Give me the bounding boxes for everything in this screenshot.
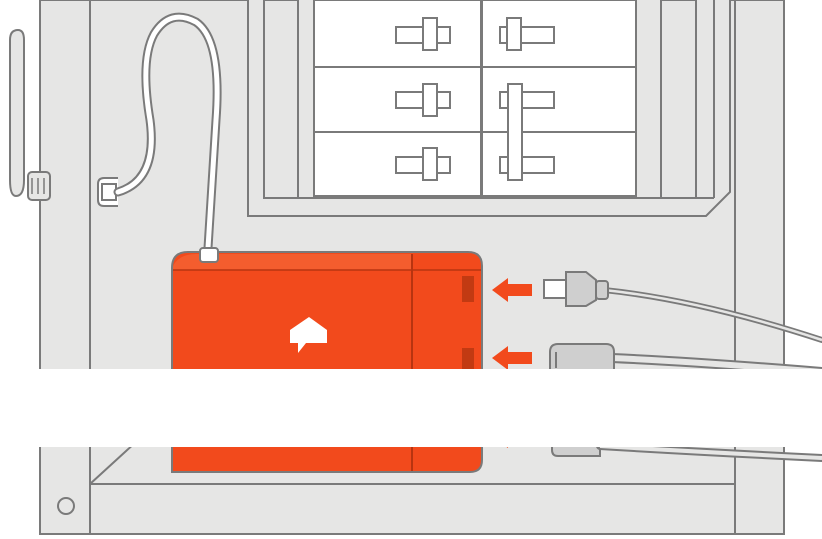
ethernet-cable-inner — [603, 288, 822, 342]
arrow-left-icon — [492, 278, 532, 302]
home-logo-icon — [290, 317, 327, 353]
breaker-switch — [499, 17, 555, 51]
breaker-rail-left — [263, 0, 299, 199]
power-port — [462, 348, 474, 370]
blank-band — [0, 369, 822, 447]
breaker-switch — [395, 147, 451, 181]
cabinet-screw — [57, 497, 75, 515]
ethernet-plug-icon — [543, 271, 609, 307]
antenna-connector — [199, 247, 219, 263]
antenna-icon — [9, 28, 51, 201]
breaker-panel — [247, 0, 731, 217]
breaker-switch — [395, 17, 451, 51]
hub-top-bevel — [172, 254, 412, 270]
hub-outline — [171, 251, 483, 473]
breaker-switch — [499, 83, 555, 181]
ethernet-port — [462, 276, 474, 302]
lower-cable-inner — [599, 444, 822, 460]
power-plug-icon — [549, 343, 615, 371]
breaker-switch — [395, 83, 451, 117]
cable-clip-icon — [97, 177, 118, 207]
antenna-cable-inner — [115, 14, 220, 251]
arrow-left-icon — [492, 346, 532, 370]
breaker-rail-right — [660, 0, 697, 199]
